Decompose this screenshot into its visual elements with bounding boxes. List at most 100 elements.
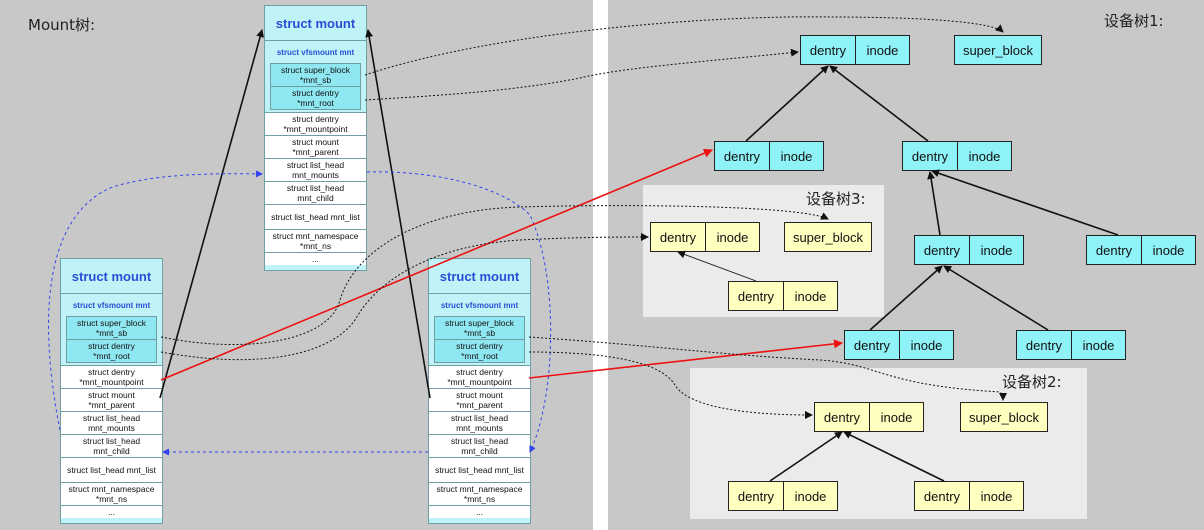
dt1-far-right-node: dentry inode: [1086, 235, 1196, 265]
dt1-edge-far-right: [931, 169, 1119, 236]
dentry-label: dentry: [845, 331, 900, 359]
dt3-edge: [677, 250, 757, 282]
field-ellipsis: ...: [265, 252, 366, 265]
inode-label: inode: [1152, 242, 1185, 258]
dt1-super-block: super_block: [954, 35, 1042, 65]
dentry-label: dentry: [729, 482, 784, 510]
inode-label: inode: [910, 337, 943, 353]
dt3-root-node: dentry inode: [650, 222, 760, 252]
device-tree-2-title: 设备树2:: [1002, 373, 1062, 391]
field-ellipsis: ...: [429, 505, 530, 518]
dentry-label: dentry: [801, 36, 856, 64]
inode-label: inode: [880, 409, 913, 425]
dentry-label: dentry: [915, 482, 970, 510]
right-sb-link: [528, 336, 1007, 401]
field-mnt-child: struct list_head mnt_child: [265, 181, 366, 204]
dt1-edge-mid: [927, 171, 941, 236]
dt2-right-child-node: dentry inode: [914, 481, 1024, 511]
dt1-mid-node: dentry inode: [914, 235, 1024, 265]
field-mnt-mountpoint: struct dentry *mnt_mountpoint: [429, 365, 530, 388]
field-mnt-mounts: struct list_head mnt_mounts: [429, 411, 530, 434]
dentry-label: dentry: [729, 282, 784, 310]
dt2-edge-left: [769, 431, 843, 482]
dt1-edge-left: [745, 65, 829, 142]
dt1-left-node: dentry inode: [714, 141, 824, 171]
inode-label: inode: [1082, 337, 1115, 353]
field-mnt-list: struct list_head mnt_list: [429, 457, 530, 482]
dt1-edge-right: [829, 65, 929, 142]
dentry-label: dentry: [651, 223, 706, 251]
dt1-edge-mountpoint: [869, 265, 943, 331]
dt1-edge-leaf: [943, 265, 1049, 331]
field-mnt-parent: struct mount *mnt_parent: [61, 388, 162, 411]
inode-label: inode: [794, 288, 827, 304]
device-tree-3-title: 设备树3:: [806, 190, 866, 208]
field-mnt-list: struct list_head mnt_list: [265, 204, 366, 229]
mount-tree-title: Mount树:: [28, 16, 96, 34]
field-mnt-root: struct dentry *mnt_root: [67, 339, 156, 362]
parent-link-right: [365, 29, 431, 399]
inode-label: inode: [780, 148, 813, 164]
field-mnt-sb: struct super_block *mnt_sb: [271, 64, 360, 86]
vfsmount-label: struct vfsmount mnt: [72, 300, 151, 310]
dentry-label: dentry: [903, 142, 958, 170]
struct-mount-header: struct mount: [61, 259, 162, 294]
dt2-left-child-node: dentry inode: [728, 481, 838, 511]
vfsmount-fields: struct super_block *mnt_sb struct dentry…: [270, 63, 361, 110]
inode-label: inode: [794, 488, 827, 504]
field-mnt-mountpoint: struct dentry *mnt_mountpoint: [61, 365, 162, 388]
mountpoint-link-left: [160, 148, 713, 381]
inode-label: inode: [980, 488, 1013, 504]
right-root-link: [528, 351, 813, 419]
left-sb-link: [160, 205, 829, 346]
inode-label: inode: [980, 242, 1013, 258]
top-root-link: [364, 48, 799, 101]
top-sb-link: [364, 16, 1004, 76]
field-ellipsis: ...: [61, 505, 162, 518]
field-mnt-child: struct list_head mnt_child: [429, 434, 530, 457]
device-tree-1-title: 设备树1:: [1104, 12, 1164, 30]
dentry-label: dentry: [915, 236, 970, 264]
struct-mount-right: struct mount struct vfsmount mnt struct …: [428, 258, 531, 524]
struct-mount-header: struct mount: [265, 6, 366, 41]
field-mnt-root: struct dentry *mnt_root: [271, 86, 360, 109]
dt1-leaf-node: dentry inode: [1016, 330, 1126, 360]
mountpoint-link-right: [528, 339, 843, 379]
vfsmount-fields: struct super_block *mnt_sb struct dentry…: [434, 316, 525, 363]
dentry-label: dentry: [715, 142, 770, 170]
field-mnt-parent: struct mount *mnt_parent: [429, 388, 530, 411]
field-mnt-list: struct list_head mnt_list: [61, 457, 162, 482]
inode-label: inode: [866, 42, 899, 58]
field-mnt-mountpoint: struct dentry *mnt_mountpoint: [265, 112, 366, 135]
struct-mount-left: struct mount struct vfsmount mnt struct …: [60, 258, 163, 524]
mounts-link-left: [47, 170, 263, 431]
struct-mount-header: struct mount: [429, 259, 530, 294]
vfsmount-fields: struct super_block *mnt_sb struct dentry…: [66, 316, 157, 363]
field-mnt-ns: struct mnt_namespace *mnt_ns: [265, 229, 366, 252]
vfsmount-label: struct vfsmount mnt: [276, 47, 355, 57]
field-mnt-mounts: struct list_head mnt_mounts: [265, 158, 366, 181]
dt1-right-node: dentry inode: [902, 141, 1012, 171]
dt1-mountpoint-node: dentry inode: [844, 330, 954, 360]
inode-label: inode: [716, 229, 749, 245]
field-mnt-child: struct list_head mnt_child: [61, 434, 162, 457]
field-mnt-sb: struct super_block *mnt_sb: [67, 317, 156, 339]
dt2-root-node: dentry inode: [814, 402, 924, 432]
parent-link-left: [159, 29, 264, 399]
dentry-label: dentry: [815, 403, 870, 431]
field-mnt-mounts: struct list_head mnt_mounts: [61, 411, 162, 434]
dt1-root-node: dentry inode: [800, 35, 910, 65]
dt3-child-node: dentry inode: [728, 281, 838, 311]
dt2-edge-right: [843, 431, 945, 482]
field-mnt-ns: struct mnt_namespace *mnt_ns: [429, 482, 530, 505]
field-mnt-sb: struct super_block *mnt_sb: [435, 317, 524, 339]
struct-mount-top: struct mount struct vfsmount mnt struct …: [264, 5, 367, 271]
left-root-link: [160, 233, 649, 361]
dentry-label: dentry: [1017, 331, 1072, 359]
dt3-super-block: super_block: [784, 222, 872, 252]
vfsmount-label: struct vfsmount mnt: [440, 300, 519, 310]
inode-label: inode: [968, 148, 1001, 164]
field-mnt-root: struct dentry *mnt_root: [435, 339, 524, 362]
dt2-super-block: super_block: [960, 402, 1048, 432]
